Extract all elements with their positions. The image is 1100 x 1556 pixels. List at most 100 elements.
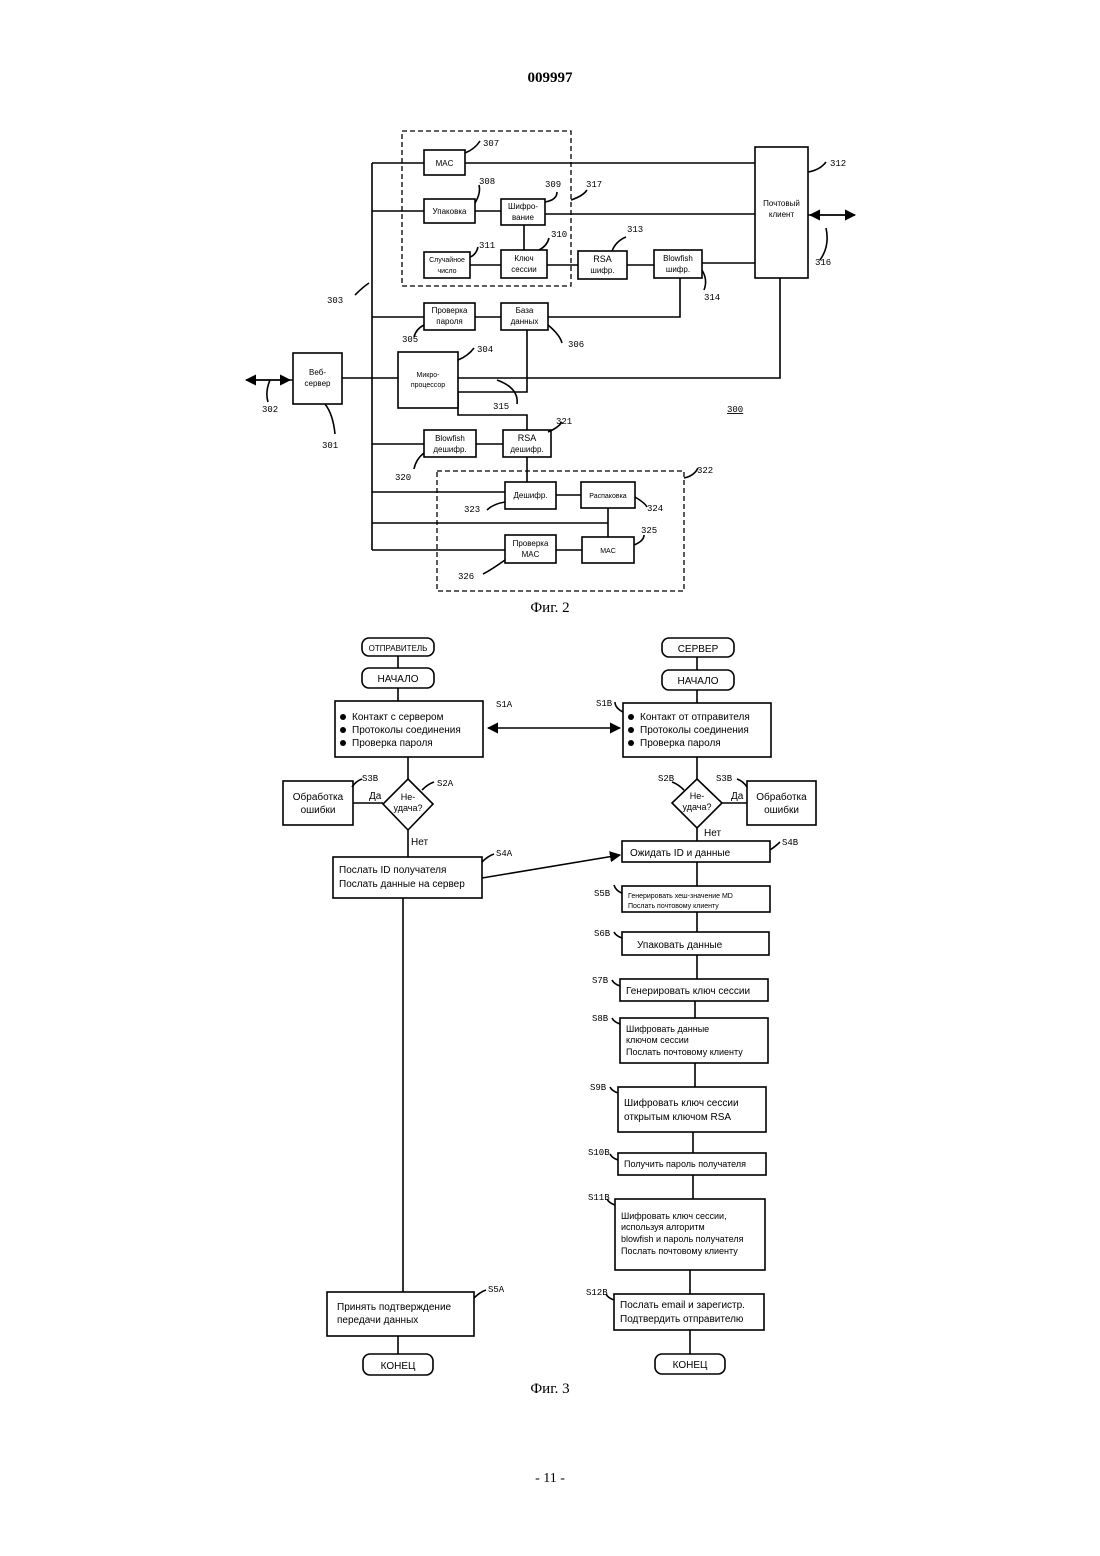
svg-text:MAC: MAC [436, 159, 454, 168]
svg-text:Послать почтовому клиенту: Послать почтовому клиенту [621, 1246, 738, 1256]
svg-text:Нет: Нет [704, 828, 721, 839]
sender-terminal: ОТПРАВИТЕЛЬ [362, 638, 434, 656]
svg-text:Протоколы соединения: Протоколы соединения [640, 725, 749, 736]
error-handling-left: Обработка ошибки S3B [283, 774, 379, 825]
svg-text:КОНЕЦ: КОНЕЦ [673, 1360, 708, 1371]
svg-text:307: 307 [483, 139, 499, 149]
svg-text:316: 316 [815, 258, 831, 268]
svg-text:Не-: Не- [401, 792, 416, 802]
blowfish-to-db-line [548, 278, 680, 317]
svg-text:Генерировать хеш-значение MD: Генерировать хеш-значение MD [628, 893, 733, 900]
svg-text:305: 305 [402, 335, 418, 345]
figure-2: MAC Упаковка Шифро- вание Случайное числ… [246, 131, 855, 616]
step-s9b: Шифровать ключ сессии открытым ключом RS… [590, 1083, 766, 1132]
svg-text:Упаковка: Упаковка [433, 207, 467, 216]
pack-block: Упаковка [424, 199, 475, 223]
step-s8b: Шифровать данные ключом сессии Послать п… [592, 1014, 768, 1063]
svg-text:КОНЕЦ: КОНЕЦ [381, 1361, 416, 1372]
svg-text:315: 315 [493, 402, 509, 412]
svg-text:Дешифр.: Дешифр. [513, 491, 547, 500]
svg-text:ключом сессии: ключом сессии [626, 1035, 689, 1045]
svg-text:S12B: S12B [586, 1288, 608, 1298]
svg-text:Принять подтверждение: Принять подтверждение [337, 1302, 452, 1313]
figure-3-caption: Фиг. 3 [530, 1381, 569, 1397]
svg-text:Послать ID получателя: Послать ID получателя [339, 865, 446, 876]
svg-text:MAC: MAC [522, 550, 540, 559]
svg-text:пароля: пароля [436, 317, 463, 326]
svg-text:S11B: S11B [588, 1193, 610, 1203]
svg-text:S5A: S5A [488, 1285, 505, 1295]
svg-text:Нет: Нет [411, 837, 428, 848]
svg-text:Микро-: Микро- [417, 372, 441, 379]
svg-text:MAC: MAC [600, 548, 616, 555]
svg-text:312: 312 [830, 159, 846, 169]
svg-text:S4A: S4A [496, 849, 513, 859]
svg-text:S8B: S8B [592, 1014, 609, 1024]
step-s5a: Принять подтверждение передачи данных S5… [327, 1285, 505, 1336]
step-s6b: Упаковать данные S6B [594, 929, 769, 955]
rsa-decrypt-block: RSA дешифр. [503, 430, 551, 457]
svg-text:удача?: удача? [683, 802, 712, 812]
svg-text:Контакт с сервером: Контакт с сервером [352, 712, 444, 723]
svg-text:дешифр.: дешифр. [433, 445, 466, 454]
svg-text:Обработка: Обработка [293, 791, 344, 803]
svg-text:Шифровать данные: Шифровать данные [626, 1024, 709, 1034]
svg-text:Blowfish: Blowfish [663, 254, 693, 263]
blowfish-decrypt-block: Blowfish дешифр. [424, 430, 476, 457]
svg-text:НАЧАЛО: НАЧАЛО [377, 674, 418, 685]
svg-text:313: 313 [627, 225, 643, 235]
svg-text:S2A: S2A [437, 779, 454, 789]
svg-text:S7B: S7B [592, 976, 609, 986]
svg-text:317: 317 [586, 180, 602, 190]
start-terminal-right: НАЧАЛО [662, 670, 734, 690]
svg-text:Распаковка: Распаковка [589, 493, 626, 500]
svg-text:302: 302 [262, 405, 278, 415]
svg-text:S10B: S10B [588, 1148, 610, 1158]
encrypt-block: Шифро- вание [501, 199, 545, 225]
svg-text:Веб-: Веб- [309, 368, 326, 377]
svg-text:Контакт от отправителя: Контакт от отправителя [640, 712, 750, 723]
mac-block: MAC [424, 150, 465, 175]
svg-text:321: 321 [556, 417, 572, 427]
svg-text:301: 301 [322, 441, 338, 451]
svg-text:Послать данные на сервер: Послать данные на сервер [339, 879, 465, 890]
server-terminal: СЕРВЕР [662, 638, 734, 657]
step-s1b: Контакт от отправителя Протоколы соедине… [596, 699, 771, 757]
random-block: Случайное число [424, 252, 470, 278]
svg-text:Обработка: Обработка [756, 791, 807, 803]
svg-text:324: 324 [647, 504, 663, 514]
svg-text:S2B: S2B [658, 774, 675, 784]
svg-text:303: 303 [327, 296, 343, 306]
svg-text:передачи данных: передачи данных [337, 1315, 418, 1326]
svg-text:S3B: S3B [362, 774, 379, 784]
step-s5b: Генерировать хеш-значение MD Послать поч… [594, 885, 770, 912]
microprocessor-block: Микро- процессор [398, 352, 458, 408]
svg-text:База: База [516, 306, 534, 315]
blowfish-encrypt-block: Blowfish шифр. [654, 250, 702, 278]
svg-text:S1A: S1A [496, 700, 513, 710]
mac-check-block: Проверка MAC [505, 535, 556, 563]
unpack-block: Распаковка [581, 482, 635, 508]
svg-text:RSA: RSA [518, 433, 537, 443]
svg-text:Генерировать ключ сессии: Генерировать ключ сессии [626, 986, 750, 997]
svg-text:309: 309 [545, 180, 561, 190]
step-s1a: Контакт с сервером Протоколы соединения … [335, 700, 513, 757]
svg-text:Получить пароль получателя: Получить пароль получателя [624, 1159, 746, 1169]
end-terminal-left: КОНЕЦ [363, 1354, 433, 1375]
svg-text:шифр.: шифр. [666, 265, 690, 274]
svg-text:304: 304 [477, 345, 493, 355]
svg-text:S4B: S4B [782, 838, 799, 848]
svg-text:удача?: удача? [394, 803, 423, 813]
svg-text:Ключ: Ключ [514, 254, 533, 263]
mail-client-block: Почтовый клиент [755, 147, 808, 278]
page-number: - 11 - [535, 1471, 565, 1486]
web-server-block: Веб- сервер [293, 353, 342, 404]
svg-text:311: 311 [479, 241, 495, 251]
svg-text:323: 323 [464, 505, 480, 515]
step-s4b: Ожидать ID и данные S4B [622, 838, 799, 862]
rsa-encrypt-block: RSA шифр. [578, 251, 627, 279]
svg-text:Да: Да [731, 791, 744, 802]
svg-text:ОТПРАВИТЕЛЬ: ОТПРАВИТЕЛЬ [369, 644, 428, 653]
svg-text:используя алгоритм: используя алгоритм [621, 1222, 705, 1232]
